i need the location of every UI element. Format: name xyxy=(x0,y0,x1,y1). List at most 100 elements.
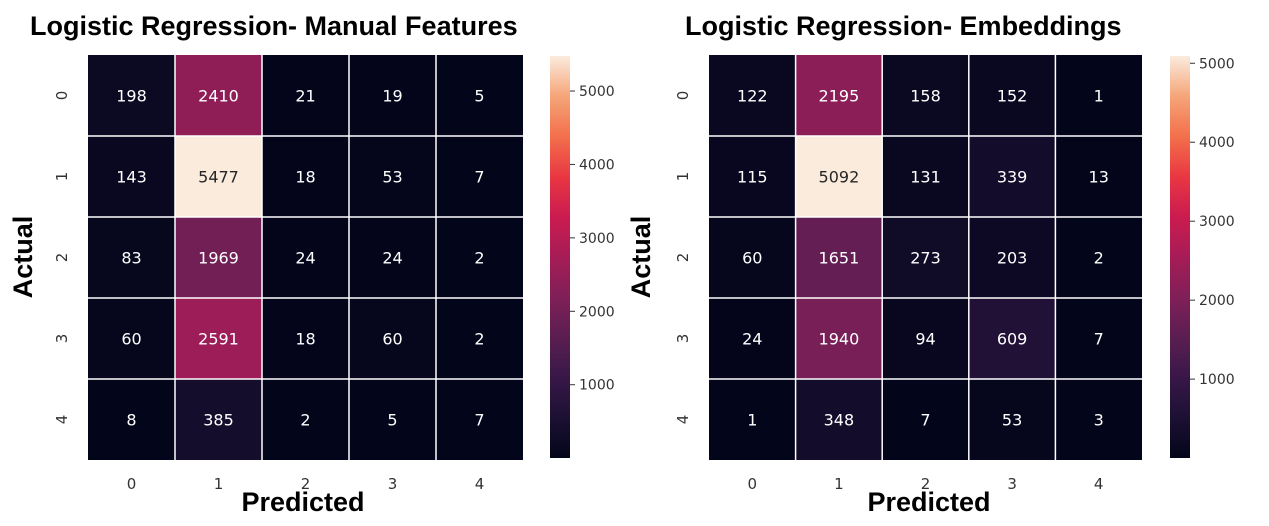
heatmap-cell xyxy=(1055,379,1142,460)
chart-title: Logistic Regression- Embeddings xyxy=(685,11,1122,41)
colorbar xyxy=(550,56,570,458)
cell-value-label: 24 xyxy=(295,249,315,268)
colorbar xyxy=(1170,56,1190,458)
x-tick-label: 4 xyxy=(475,475,485,493)
cell-value-label: 94 xyxy=(915,330,935,349)
y-axis-label: Actual xyxy=(8,216,38,299)
cell-value-label: 348 xyxy=(824,411,855,430)
cell-value-label: 83 xyxy=(121,249,141,268)
heatmap-cell xyxy=(175,55,262,136)
cell-value-label: 5 xyxy=(387,411,397,430)
x-tick-label: 0 xyxy=(127,475,137,493)
heatmap-cell xyxy=(262,217,349,298)
heatmap-cell xyxy=(436,217,523,298)
cell-value-label: 7 xyxy=(1094,330,1104,349)
cell-value-label: 60 xyxy=(382,330,402,349)
chart-title: Logistic Regression- Manual Features xyxy=(30,11,518,41)
cell-value-label: 198 xyxy=(116,87,147,106)
heatmap-cell xyxy=(436,136,523,217)
heatmap-cell xyxy=(175,136,262,217)
cell-value-label: 3 xyxy=(1094,411,1104,430)
cell-value-label: 1969 xyxy=(198,249,239,268)
x-tick-label: 0 xyxy=(748,475,758,493)
cell-value-label: 1 xyxy=(747,411,757,430)
colorbar-tick-label: 5000 xyxy=(579,84,615,100)
heatmap-cell xyxy=(882,217,969,298)
colorbar-tick-label: 5000 xyxy=(1199,56,1235,72)
cell-value-label: 2 xyxy=(474,249,484,268)
heatmap-cell xyxy=(175,217,262,298)
y-tick-label: 3 xyxy=(674,334,692,344)
heatmap-cell xyxy=(1055,136,1142,217)
y-axis-label: Actual xyxy=(626,216,656,299)
cell-value-label: 115 xyxy=(737,168,768,187)
cell-value-label: 5092 xyxy=(819,168,860,187)
heatmap-cell xyxy=(882,55,969,136)
heatmap-cell xyxy=(795,136,883,217)
cell-value-label: 2591 xyxy=(198,330,239,349)
heatmap-cell xyxy=(436,379,523,460)
cell-value-label: 8 xyxy=(126,411,136,430)
heatmap-cell xyxy=(795,217,883,298)
cell-value-label: 7 xyxy=(474,168,484,187)
cell-value-label: 21 xyxy=(295,87,315,106)
heatmap-cell xyxy=(968,217,1056,298)
heatmap-cell xyxy=(436,55,523,136)
colorbar-tick-label: 4000 xyxy=(1199,135,1235,151)
cell-value-label: 158 xyxy=(910,87,941,106)
cell-value-label: 385 xyxy=(203,411,234,430)
x-tick-label: 2 xyxy=(921,475,931,493)
heatmap-cell xyxy=(349,379,436,460)
cell-value-label: 122 xyxy=(737,87,768,106)
colorbar-tick-label: 1000 xyxy=(1199,372,1235,388)
cell-value-label: 53 xyxy=(382,168,402,187)
cell-value-label: 19 xyxy=(382,87,402,106)
heatmap-cell xyxy=(882,136,969,217)
heatmap-cell xyxy=(175,298,262,379)
cell-value-label: 18 xyxy=(295,168,315,187)
colorbar-tick-label: 2000 xyxy=(579,304,615,320)
y-tick-label: 0 xyxy=(53,91,71,101)
x-tick-label: 1 xyxy=(834,475,844,493)
heatmap-cell xyxy=(795,55,883,136)
cell-value-label: 2 xyxy=(1094,249,1104,268)
cell-value-label: 2195 xyxy=(819,87,860,106)
x-tick-label: 4 xyxy=(1094,475,1104,493)
y-tick-label: 2 xyxy=(674,253,692,263)
heatmap-cell xyxy=(709,136,796,217)
heatmap-cell xyxy=(968,379,1056,460)
heatmap-cell xyxy=(709,217,796,298)
chart-panel-manual-features: Logistic Regression- Manual Features 198… xyxy=(0,0,634,526)
heatmap-cell xyxy=(968,55,1056,136)
heatmap-cell xyxy=(709,298,796,379)
heatmap-cell xyxy=(88,298,175,379)
cell-value-label: 273 xyxy=(910,249,941,268)
heatmap-cell xyxy=(1055,217,1142,298)
x-tick-label: 3 xyxy=(1007,475,1017,493)
cell-value-label: 131 xyxy=(910,168,941,187)
heatmap-cell xyxy=(709,379,796,460)
heatmap-cell xyxy=(882,379,969,460)
colorbar-tick-label: 4000 xyxy=(579,157,615,173)
cell-value-label: 5 xyxy=(474,87,484,106)
heatmap-cell xyxy=(88,55,175,136)
colorbar-tick-label: 3000 xyxy=(579,231,615,247)
cell-value-label: 18 xyxy=(295,330,315,349)
colorbar-tick-label: 3000 xyxy=(1199,214,1235,230)
x-tick-label: 1 xyxy=(214,475,224,493)
y-tick-label: 1 xyxy=(674,172,692,182)
heatmap-cell xyxy=(262,298,349,379)
heatmap-cell xyxy=(88,379,175,460)
heatmap-cell xyxy=(349,55,436,136)
cell-value-label: 60 xyxy=(121,330,141,349)
cell-value-label: 7 xyxy=(920,411,930,430)
cell-value-label: 1940 xyxy=(819,330,860,349)
heatmap-cell xyxy=(1055,55,1142,136)
cell-value-label: 53 xyxy=(1002,411,1022,430)
x-axis-label: Predicted xyxy=(241,487,364,517)
heatmap-cell xyxy=(175,379,262,460)
heatmap-cell xyxy=(349,298,436,379)
x-axis-label: Predicted xyxy=(867,487,990,517)
